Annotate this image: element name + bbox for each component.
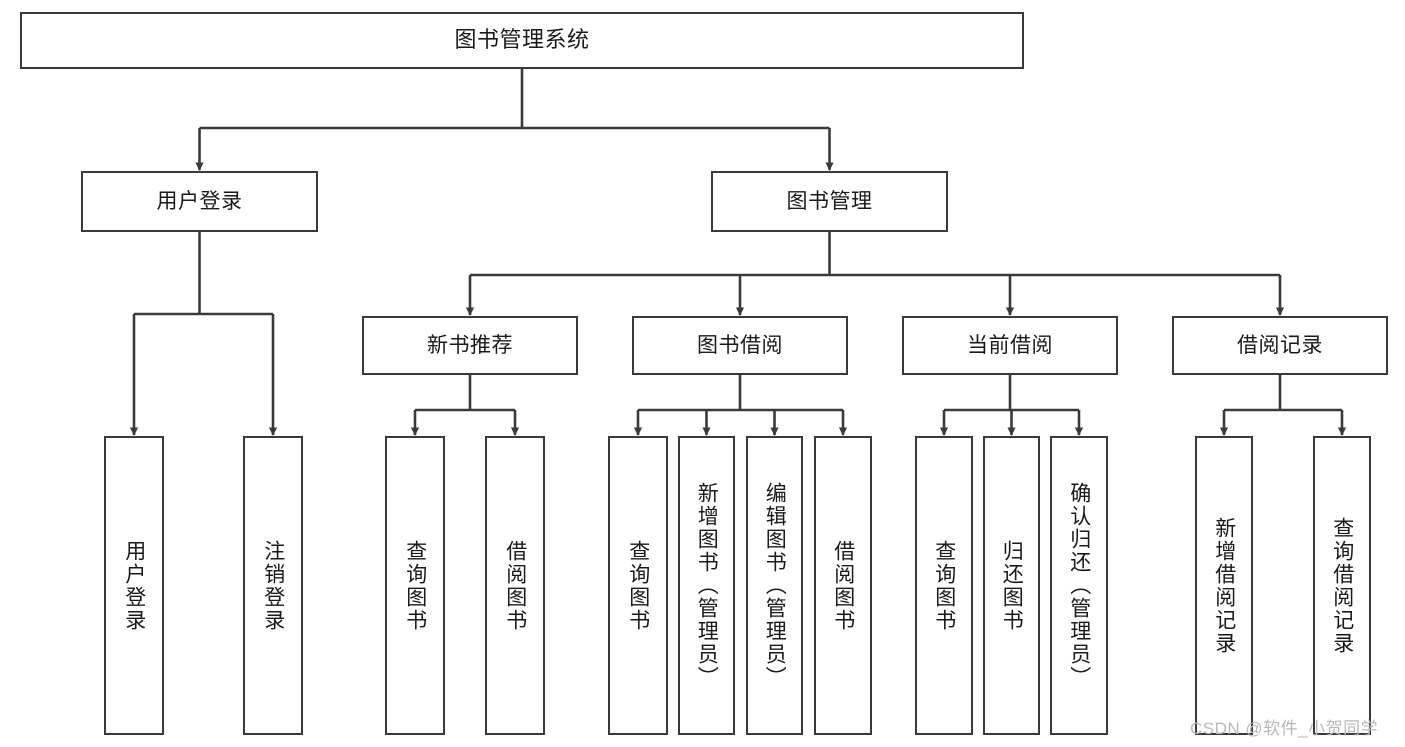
node-leaf-user-login[interactable]: 用户登录	[104, 436, 164, 735]
csdn-watermark: CSDN @软件_小贺同学	[1190, 719, 1379, 738]
node-label: 查询借阅记录	[1330, 516, 1354, 655]
node-leaf-query-book-2[interactable]: 查询图书	[608, 436, 668, 735]
node-label: 查询图书	[932, 539, 956, 632]
node-book-manage[interactable]: 图书管理	[711, 171, 948, 232]
node-new-book-rec[interactable]: 新书推荐	[362, 316, 578, 375]
node-leaf-add-book[interactable]: 新增图书（管理员）	[678, 436, 735, 735]
node-label: 图书管理	[786, 189, 873, 213]
node-leaf-confirm-return[interactable]: 确认归还（管理员）	[1050, 436, 1108, 735]
node-label: 借阅图书	[831, 539, 855, 632]
node-label: 用户登录	[122, 539, 146, 632]
node-label: 图书借阅	[697, 333, 783, 357]
node-leaf-logout[interactable]: 注销登录	[243, 436, 303, 735]
node-book-borrow[interactable]: 图书借阅	[632, 316, 848, 375]
node-leaf-query-book-3[interactable]: 查询图书	[915, 436, 973, 735]
node-label: 新书推荐	[427, 333, 513, 357]
node-user-login[interactable]: 用户登录	[81, 171, 318, 232]
node-leaf-return-book[interactable]: 归还图书	[983, 436, 1040, 735]
node-label: 查询图书	[403, 539, 427, 632]
node-borrow-record[interactable]: 借阅记录	[1172, 316, 1388, 375]
node-leaf-edit-book[interactable]: 编辑图书（管理员）	[746, 436, 803, 735]
node-leaf-add-record[interactable]: 新增借阅记录	[1195, 436, 1253, 735]
node-current-borrow[interactable]: 当前借阅	[902, 316, 1118, 375]
node-label: 新增借阅记录	[1212, 516, 1236, 655]
node-label: 借阅记录	[1237, 333, 1323, 357]
node-label: 归还图书	[1000, 539, 1024, 632]
node-label: 编辑图书（管理员）	[763, 482, 787, 689]
node-leaf-borrow-book-1[interactable]: 借阅图书	[485, 436, 545, 735]
node-label: 用户登录	[156, 189, 243, 213]
node-leaf-query-record[interactable]: 查询借阅记录	[1313, 436, 1371, 735]
node-label: 新增图书（管理员）	[695, 482, 719, 689]
node-label: 当前借阅	[967, 333, 1053, 357]
node-label: 注销登录	[261, 539, 285, 632]
node-label: 确认归还（管理员）	[1067, 482, 1091, 689]
node-label: 查询图书	[626, 539, 650, 632]
node-leaf-borrow-book-2[interactable]: 借阅图书	[814, 436, 872, 735]
node-leaf-query-book-1[interactable]: 查询图书	[385, 436, 445, 735]
node-label: 借阅图书	[503, 539, 527, 632]
node-root[interactable]: 图书管理系统	[20, 12, 1024, 69]
node-label: 图书管理系统	[454, 27, 590, 53]
